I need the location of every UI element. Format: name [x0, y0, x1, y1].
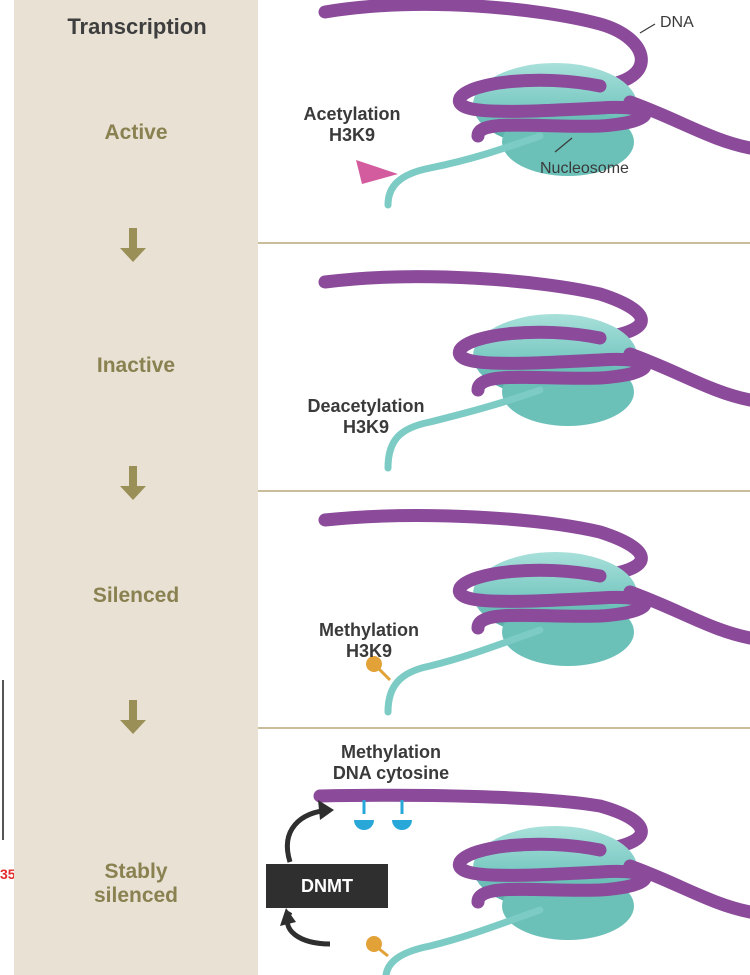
panel-inactive [325, 277, 750, 468]
methyl-mark-icon [366, 936, 382, 952]
dnmt-label: DNMT [301, 876, 353, 897]
arrowhead-icon [280, 908, 296, 926]
acetylation-label: Acetylation H3K9 [262, 104, 442, 146]
stage-active-label: Active [14, 121, 258, 145]
acetyl-mark-icon [356, 160, 398, 184]
stage-stably-silenced-label: Stably silenced [14, 836, 258, 908]
stage-inactive-label: Inactive [14, 354, 258, 378]
down-arrow-icon [118, 700, 148, 736]
dna-methyl-mark-icon [354, 820, 374, 830]
deacetylation-label: Deacetylation H3K9 [266, 396, 466, 438]
stage-active-text: Active [104, 121, 167, 144]
methylation-dna-label: Methylation DNA cytosine [286, 742, 496, 784]
stage-silenced-label: Silenced [14, 584, 258, 608]
nucleosome-label: Nucleosome [540, 160, 629, 178]
arrowhead-icon [318, 800, 334, 820]
dna-label: DNA [660, 14, 694, 32]
panel-silenced [325, 516, 750, 712]
down-arrow-icon [118, 228, 148, 264]
sidebar-title: Transcription [22, 14, 252, 40]
dna-methyl-mark-icon [392, 820, 412, 830]
transcription-sidebar: Transcription Active Inactive Silenced S… [14, 0, 258, 975]
stage-stably-silenced-text: Stably silenced [94, 860, 178, 907]
margin-rule [2, 680, 4, 840]
left-margin: 35 [0, 0, 14, 975]
methylation-h3k9-label: Methylation H3K9 [276, 620, 462, 662]
stage-inactive-text: Inactive [97, 354, 175, 377]
stage-silenced-text: Silenced [93, 584, 179, 607]
chromatin-diagram [258, 0, 750, 975]
dnmt-box: DNMT [266, 864, 388, 908]
down-arrow-icon [118, 466, 148, 502]
